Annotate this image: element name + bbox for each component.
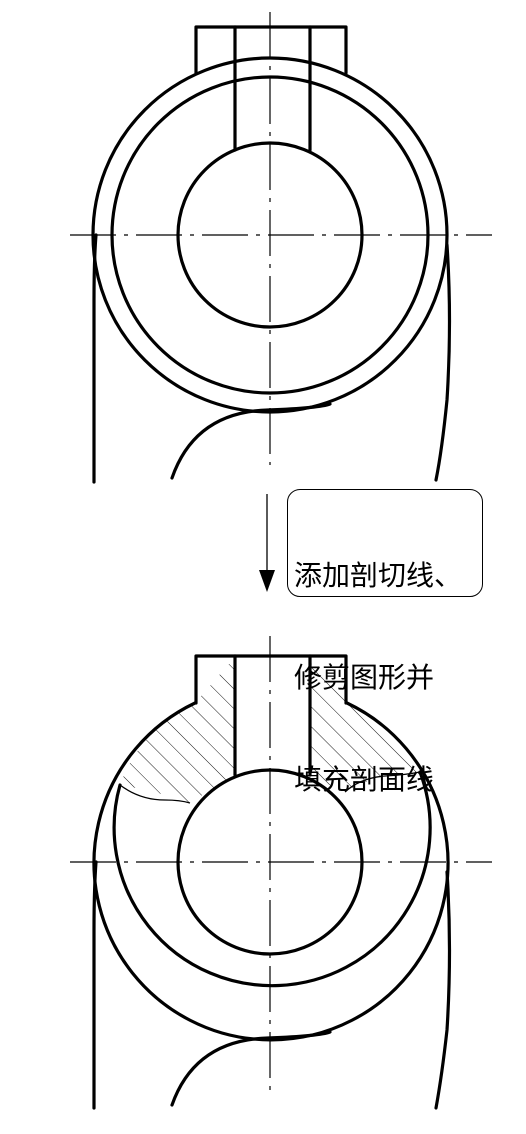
bore-circle xyxy=(176,141,364,329)
top-boss xyxy=(194,25,348,75)
middle-arc xyxy=(112,770,432,988)
arm-right-edge-2 xyxy=(434,870,452,1110)
step-note-line-3: 填充剖面线 xyxy=(294,763,435,796)
view-before xyxy=(70,12,492,484)
outer-circle xyxy=(91,56,449,414)
arm-left-edge xyxy=(92,233,98,484)
step-note: 添加剖切线、 修剪图形并 填充剖面线 xyxy=(294,491,480,831)
step-note-box xyxy=(287,489,483,597)
lower-fillet-2 xyxy=(170,1030,332,1107)
arm-left-edge-2 xyxy=(92,860,98,1110)
arrow-down-icon xyxy=(259,494,275,592)
outer-arc xyxy=(92,701,450,1042)
step-note-line-2: 修剪图形并 xyxy=(294,661,435,694)
break-line-right xyxy=(344,771,421,793)
lower-fillet xyxy=(170,402,332,480)
break-line-left xyxy=(119,784,191,804)
bore-circle-2 xyxy=(176,768,364,956)
top-boss-2 xyxy=(194,654,348,705)
step-note-line-1: 添加剖切线、 xyxy=(294,559,463,592)
middle-circle xyxy=(110,75,430,395)
arm-right-edge xyxy=(434,243,452,482)
